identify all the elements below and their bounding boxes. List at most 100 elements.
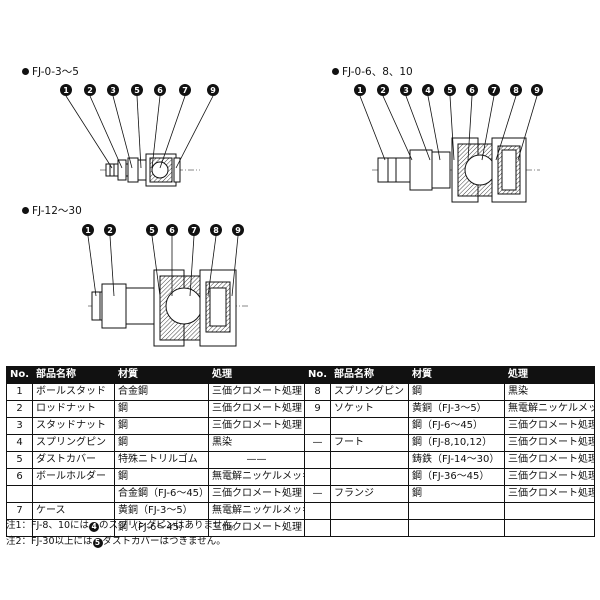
diagram-label-fj-0-6-8-10: FJ-0-6、8、10 xyxy=(332,64,413,79)
callout-circle xyxy=(510,84,522,96)
callout-circle xyxy=(179,84,191,96)
cell-no: 6 xyxy=(6,468,33,486)
callout-number: 6 xyxy=(469,86,475,95)
callout-number: 6 xyxy=(169,226,175,235)
cell-treatment-2 xyxy=(504,519,595,537)
callout-circle xyxy=(82,224,94,236)
callout-leader-line xyxy=(359,95,386,161)
cell-material: 鋼 xyxy=(114,434,209,452)
cell-treatment-2 xyxy=(504,502,595,520)
cell-material-2: 鋳鉄（FJ-14～30） xyxy=(408,451,505,469)
cell-treatment-2: 三価クロメート処理 xyxy=(504,485,595,503)
small-joint-drawing xyxy=(100,153,200,187)
cell-part-name: スタッドナット xyxy=(32,417,115,435)
header-treatment: 処理 xyxy=(208,366,305,384)
cell-material: 鋼 xyxy=(114,417,209,435)
cell-material: 合金鋼 xyxy=(114,383,209,401)
cell-part-name: ボールホルダー xyxy=(32,468,115,486)
callout-leader-line xyxy=(427,95,441,161)
callout-circle xyxy=(400,84,412,96)
cell-treatment-2: 黒染 xyxy=(504,383,595,401)
cell-no: 2 xyxy=(6,400,33,418)
cell-material-2: 鋼 xyxy=(408,383,505,401)
bullet-icon xyxy=(22,207,29,214)
header-treatment-2: 処理 xyxy=(504,366,595,384)
header-part-name: 部品名称 xyxy=(32,366,115,384)
callout-circle xyxy=(531,84,543,96)
callout-leader-line xyxy=(189,235,195,297)
callout-circle xyxy=(207,84,219,96)
callout-circle xyxy=(354,84,366,96)
cell-no: 3 xyxy=(6,417,33,435)
cell-treatment: 三価クロメート処理 xyxy=(208,485,305,503)
cell-no-2 xyxy=(304,502,331,520)
callout-circle xyxy=(154,84,166,96)
diagram-label-fj-12-30: FJ-12～30 xyxy=(22,203,82,218)
cell-no-2 xyxy=(304,468,331,486)
cell-material: 黄銅（FJ-3～5） xyxy=(114,502,209,520)
cell-material: 合金鋼（FJ-6～45） xyxy=(114,485,209,503)
cell-part-name-2 xyxy=(330,417,409,435)
cell-treatment: 無電解ニッケルメッキ xyxy=(208,468,305,486)
callout-number: 1 xyxy=(357,86,363,95)
callout-number: 5 xyxy=(134,86,140,95)
callout-number: 1 xyxy=(85,226,91,235)
cell-part-name-2 xyxy=(330,502,409,520)
callout-number: 6 xyxy=(157,86,163,95)
cell-material-2 xyxy=(408,519,505,537)
header-no: No. xyxy=(6,366,33,384)
callout-leader-line xyxy=(207,235,217,297)
table-row: 鋼（FJ-6～45）三価クロメート処理 xyxy=(6,519,595,537)
diagram-label-fj-0-3-5: FJ-0-3～5 xyxy=(22,64,79,79)
callout-number: 3 xyxy=(110,86,116,95)
callout-leader-line xyxy=(175,95,214,169)
callout-leader-line xyxy=(495,95,517,161)
table-header-row: No. 部品名称 材質 処理 No. 部品名称 材質 処理 xyxy=(6,366,595,384)
cell-material: 鋼 xyxy=(114,400,209,418)
cell-part-name xyxy=(32,485,115,503)
callout-leader-line xyxy=(405,95,431,161)
cell-no-2: — xyxy=(304,434,331,452)
circled-number-icon: 4 xyxy=(89,522,100,532)
callout-leader-line xyxy=(109,235,115,297)
cell-treatment: 無電解ニッケルメッキ xyxy=(208,502,305,520)
callout-number: 2 xyxy=(107,226,113,235)
cell-part-name-2: フランジ xyxy=(330,485,409,503)
cell-material: 鋼（FJ-6～45） xyxy=(114,519,209,537)
callout-circle xyxy=(60,84,72,96)
callout-number: 8 xyxy=(213,226,219,235)
bullet-icon xyxy=(332,68,339,75)
callout-leader-line xyxy=(517,95,538,161)
header-no-2: No. xyxy=(304,366,331,384)
callout-circle xyxy=(444,84,456,96)
cell-no-2: 9 xyxy=(304,400,331,418)
cell-no-2 xyxy=(304,417,331,435)
callout-circle xyxy=(104,224,116,236)
cell-no: 7 xyxy=(6,502,33,520)
cell-part-name: ケース xyxy=(32,502,115,520)
cell-no: 5 xyxy=(6,451,33,469)
callout-leader-line xyxy=(89,95,123,169)
callout-circle xyxy=(377,84,389,96)
callout-leader-line xyxy=(65,95,113,169)
medium-joint-drawing xyxy=(372,137,540,203)
callout-leader-line xyxy=(467,95,473,161)
callout-circle xyxy=(210,224,222,236)
cell-material-2: 鋼（FJ-36～45） xyxy=(408,468,505,486)
callout-circle xyxy=(188,224,200,236)
cell-part-name-2 xyxy=(330,451,409,469)
cell-part-name-2: スプリングピン xyxy=(330,383,409,401)
callout-number: 9 xyxy=(235,226,241,235)
callout-circle xyxy=(488,84,500,96)
callout-leader-line xyxy=(136,95,142,169)
cell-treatment: 黒染 xyxy=(208,434,305,452)
cell-treatment-2: 三価クロメート処理 xyxy=(504,434,595,452)
callout-number: 9 xyxy=(534,86,540,95)
